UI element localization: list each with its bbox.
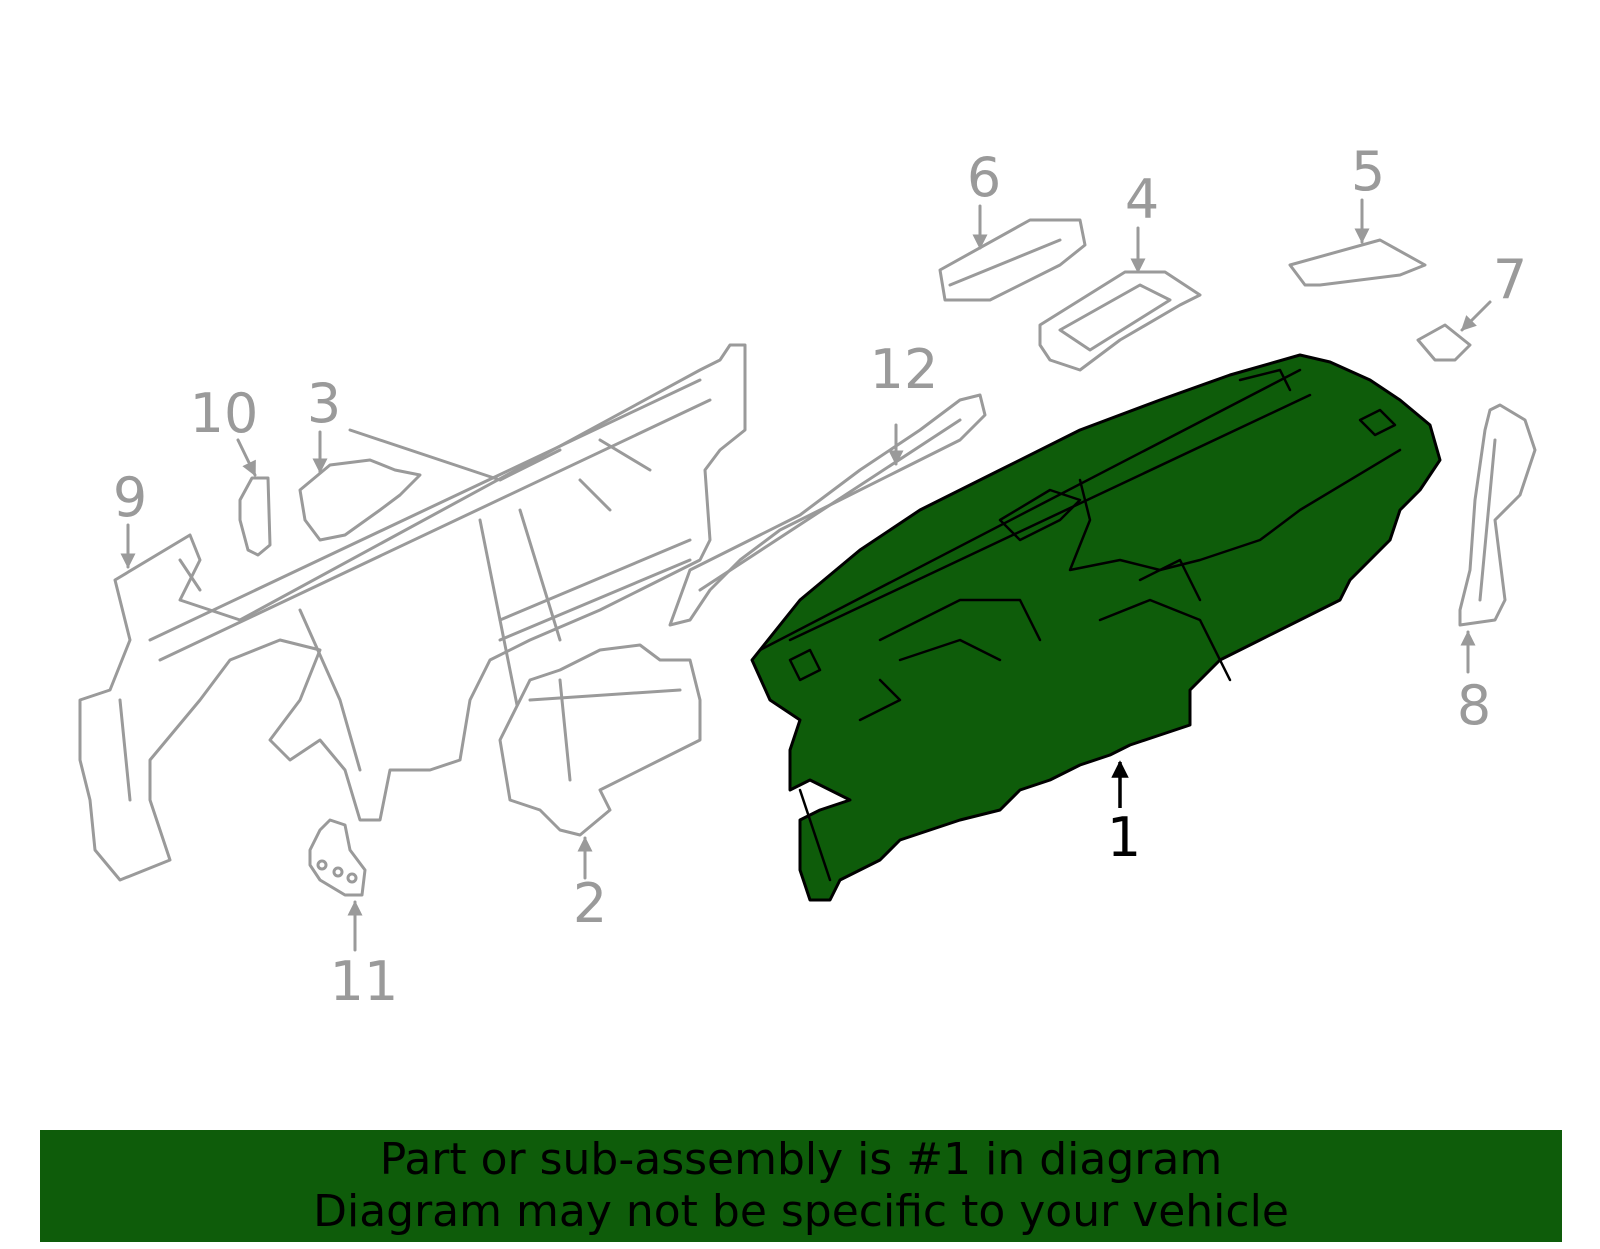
- clip-7: [1416, 323, 1472, 362]
- banner-background: [40, 1130, 1562, 1242]
- bracket-2: [498, 643, 702, 837]
- panel-6: [938, 218, 1087, 302]
- bracket-10: [238, 476, 272, 557]
- tray-4: [1038, 270, 1202, 372]
- callout-12: 12: [870, 338, 939, 401]
- callout-2: 2: [573, 872, 607, 935]
- callout-arrows: [120, 198, 1492, 952]
- callout-8: 8: [1457, 674, 1491, 737]
- banner-line-2: Diagram may not be specific to your vehi…: [313, 1186, 1289, 1237]
- callout-1: 1: [1107, 806, 1141, 869]
- callout-labels: 9 10 3 11 2 12 6 4 5 7 8 1: [113, 140, 1527, 1013]
- instrument-panel-1: [750, 353, 1442, 902]
- callout-5: 5: [1351, 140, 1385, 203]
- cross-car-beam: [78, 343, 747, 882]
- banner-line-1: Part or sub-assembly is #1 in diagram: [379, 1134, 1223, 1185]
- callout-11: 11: [330, 950, 399, 1013]
- bracket-12: [668, 393, 987, 627]
- callout-10: 10: [190, 382, 259, 445]
- trim-8: [1458, 403, 1537, 627]
- callout-9: 9: [113, 466, 147, 529]
- callout-4: 4: [1125, 168, 1159, 231]
- bracket-11: [308, 818, 367, 897]
- panel-5: [1288, 238, 1427, 287]
- bracket-3: [298, 458, 422, 542]
- callout-6: 6: [967, 146, 1001, 209]
- callout-7: 7: [1493, 248, 1527, 311]
- info-banner: Part or sub-assembly is #1 in diagram Di…: [40, 1130, 1562, 1242]
- callout-3: 3: [307, 372, 341, 435]
